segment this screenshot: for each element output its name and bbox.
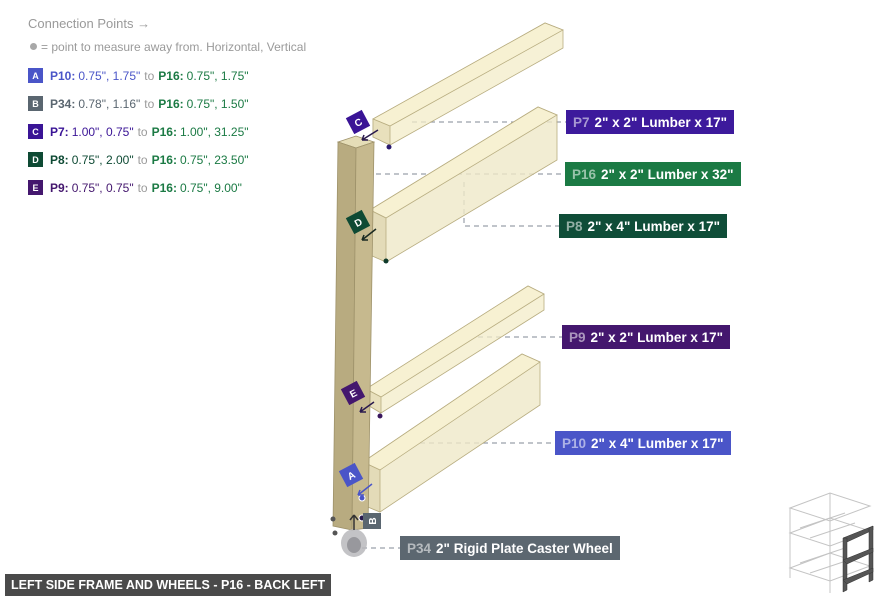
view-caption: LEFT SIDE FRAME AND WHEELS - P16 - BACK … bbox=[5, 574, 332, 596]
connection-point-d: D P8: 0.75", 2.00" to P16: 0.75", 23.50" bbox=[28, 152, 249, 167]
badge-b: B bbox=[28, 96, 43, 111]
part-p7 bbox=[372, 22, 564, 146]
legend-note: = point to measure away from. Horizontal… bbox=[30, 40, 306, 54]
svg-text:C: C bbox=[353, 117, 365, 130]
svg-text:B: B bbox=[368, 517, 379, 524]
connection-point-b: B P34: 0.78", 1.16" to P16: 0.75", 1.50" bbox=[28, 96, 249, 111]
svg-text:E: E bbox=[348, 388, 359, 401]
badge-d: D bbox=[28, 152, 43, 167]
badge-a: A bbox=[28, 68, 43, 83]
svg-text:D: D bbox=[353, 217, 365, 230]
dot-icon bbox=[30, 43, 37, 50]
marker-e: E bbox=[340, 380, 366, 406]
cart-thumbnail bbox=[788, 492, 874, 593]
part-p9 bbox=[365, 285, 545, 414]
marker-b: B bbox=[363, 513, 381, 529]
marker-a: A bbox=[338, 462, 364, 488]
connection-point-e: E P9: 0.75", 0.75" to P16: 0.75", 9.00" bbox=[28, 180, 242, 195]
part-p16 bbox=[332, 135, 376, 531]
badge-e: E bbox=[28, 180, 43, 195]
caster-wheel bbox=[341, 529, 367, 557]
badge-c: C bbox=[28, 124, 43, 139]
marker-c: C bbox=[345, 109, 371, 135]
connection-point-a: A P10: 0.75", 1.75" to P16: 0.75", 1.75" bbox=[28, 68, 249, 83]
legend-title: Connection Points → bbox=[28, 16, 151, 31]
marker-d: D bbox=[345, 209, 371, 235]
svg-text:A: A bbox=[346, 470, 358, 483]
connection-point-c: C P7: 1.00", 0.75" to P16: 1.00", 31.25" bbox=[28, 124, 249, 139]
